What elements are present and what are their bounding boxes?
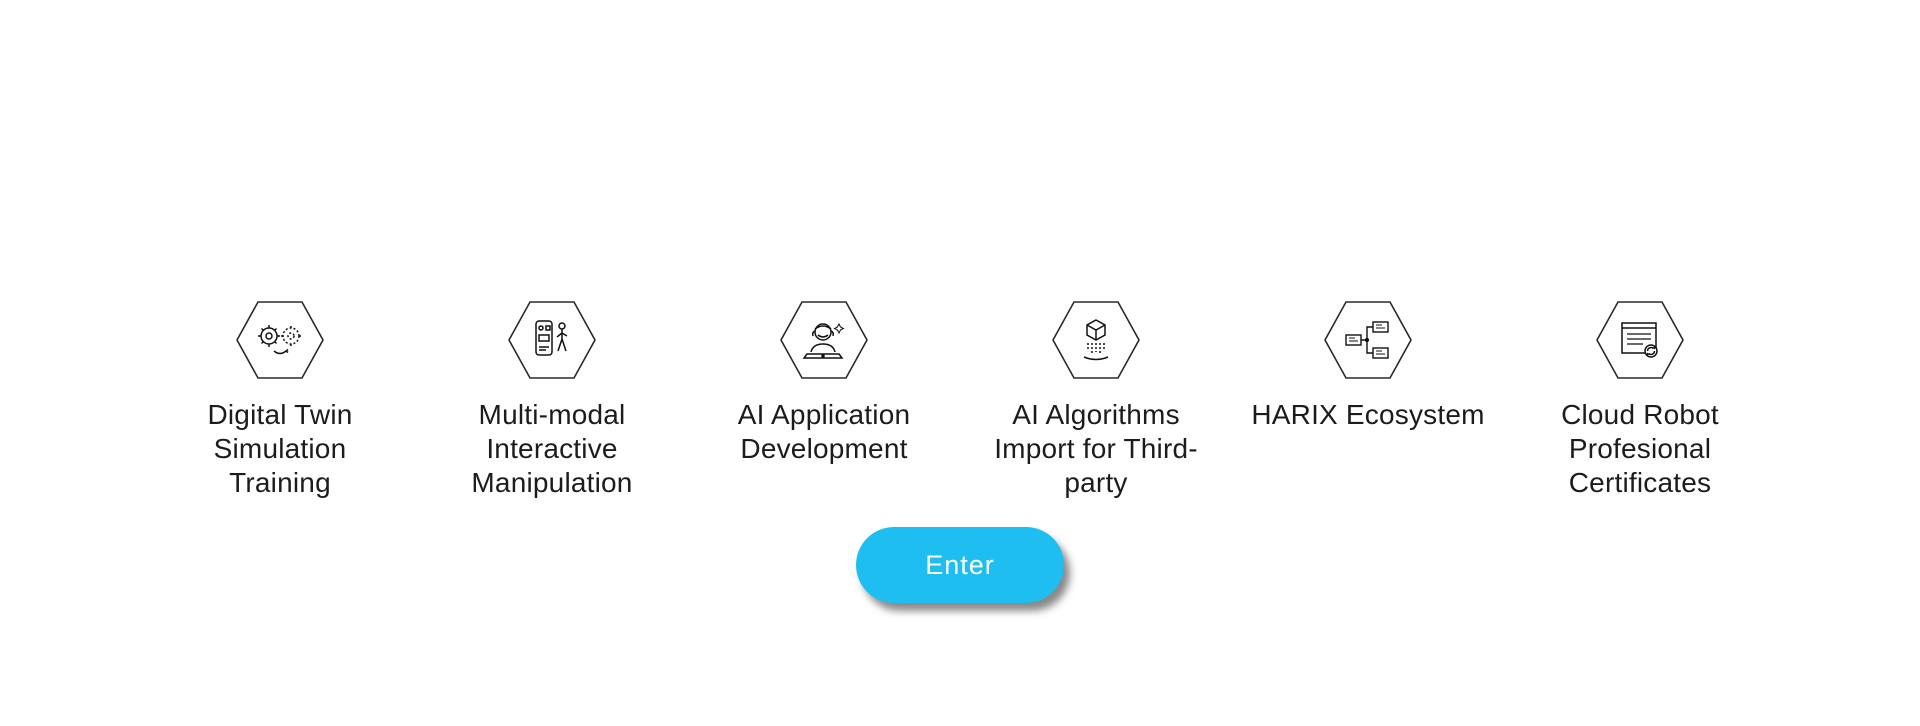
hexagon-outline: [1596, 301, 1684, 379]
feature-label: AI Algorithms Import for Third-party: [967, 398, 1225, 500]
hexagon-tile: [1323, 300, 1413, 380]
feature-label-line1: Cloud Robot Profesional: [1561, 399, 1719, 465]
ai-algorithms-icon: [1083, 319, 1109, 361]
feature-label: AI Application Development: [738, 398, 910, 466]
feature-label-line1: AI Algorithms: [1012, 399, 1180, 430]
hexagon-tile: [1051, 300, 1141, 380]
feature-label-line2: Development: [740, 433, 908, 465]
ai-application-icon: [802, 322, 845, 359]
multimodal-icon: [535, 320, 568, 356]
feature-digital-twin: Digital Twin Simulation Training: [151, 300, 409, 500]
feature-label-line1: Digital Twin Simulation: [207, 399, 353, 465]
feature-label-line1: AI Application: [737, 399, 911, 430]
feature-ai-application: AI Application Development: [695, 300, 953, 500]
feature-label-line2: Training: [229, 467, 331, 499]
hexagon-outline: [236, 301, 324, 379]
feature-label: Multi-modal Interactive Manipulation: [423, 398, 681, 500]
certificates-icon: [1621, 322, 1658, 358]
feature-label-line2: Certificates: [1568, 467, 1712, 499]
feature-ai-algorithms: AI Algorithms Import for Third-party: [967, 300, 1225, 500]
enter-button[interactable]: Enter: [856, 527, 1064, 603]
feature-label-line1: Multi-modal Interactive: [478, 399, 626, 465]
hexagon-tile: [779, 300, 869, 380]
feature-label: Digital Twin Simulation Training: [151, 398, 409, 500]
feature-multimodal: Multi-modal Interactive Manipulation: [423, 300, 681, 500]
feature-label-line2: Manipulation: [471, 467, 633, 499]
harix-ecosystem-icon: [1345, 321, 1389, 359]
feature-label: HARIX Ecosystem: [1251, 398, 1484, 432]
enter-row: Enter: [0, 527, 1920, 603]
hexagon-tile: [507, 300, 597, 380]
feature-label: Cloud Robot Profesional Certificates: [1511, 398, 1769, 500]
features-row: Digital Twin Simulation Training: [0, 300, 1920, 500]
hexagon-tile: [1595, 300, 1685, 380]
feature-harix-ecosystem: HARIX Ecosystem: [1239, 300, 1497, 500]
hexagon-tile: [235, 300, 325, 380]
feature-label-line1: HARIX Ecosystem: [1251, 399, 1485, 430]
feature-label-line2: Import for Third-party: [994, 433, 1198, 499]
digital-twin-icon: [258, 325, 302, 355]
feature-certificates: Cloud Robot Profesional Certificates: [1511, 300, 1769, 500]
